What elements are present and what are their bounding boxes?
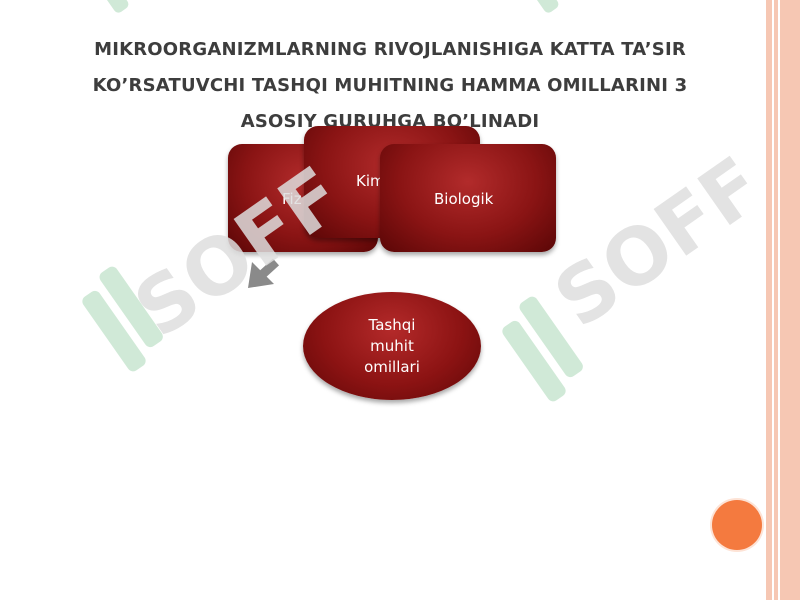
category-label-kim: Kim [356, 172, 385, 190]
watermark-logo-icon [531, 0, 559, 13]
connector-arrow-icon [248, 258, 280, 288]
title-line-2: KO’RSATUVCHI TASHQI MUHITNING HAMMA OMIL… [92, 75, 688, 96]
accent-circle [712, 500, 762, 550]
side-accent-stripe [766, 0, 800, 600]
category-box-biologik: Biologik [380, 144, 556, 252]
watermark-logo-icon [82, 266, 163, 372]
slide-title: MIKROORGANIZMLARNING RIVOJLANISHIGA KATT… [40, 32, 740, 140]
watermark-logo-icon [101, 0, 129, 13]
category-label-biologik: Biologik [434, 190, 494, 208]
title-line-1: MIKROORGANIZMLARNING RIVOJLANISHIGA KATT… [94, 39, 686, 60]
watermark-text-2: SOFF [539, 140, 778, 345]
watermark-logo-icon [502, 296, 583, 402]
center-label: Tashqi muhit omillari [303, 315, 481, 378]
center-line-2: muhit [370, 337, 414, 355]
center-line-1: Tashqi [368, 316, 416, 334]
category-label-fiz: Fiz [282, 190, 302, 208]
center-ellipse: Tashqi muhit omillari [303, 292, 481, 400]
center-line-3: omillari [364, 358, 420, 376]
